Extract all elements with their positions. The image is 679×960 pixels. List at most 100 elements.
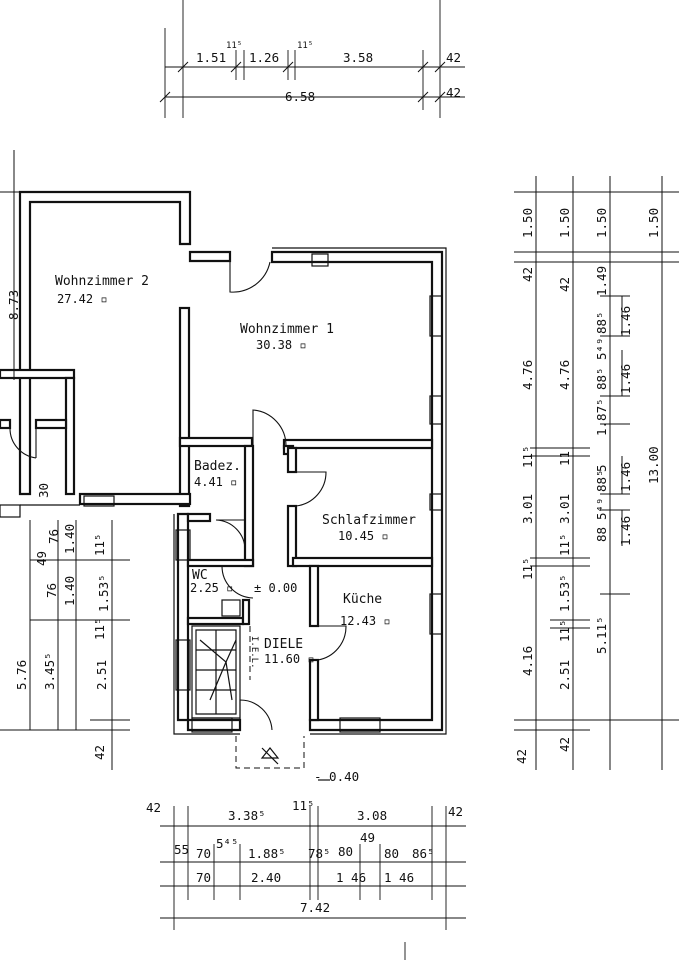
- dim-bottom-2-9: 86⁵: [412, 846, 435, 861]
- dim-right-b-10: 42: [557, 737, 572, 752]
- dim-right-a-6: 11⁵: [520, 557, 535, 580]
- dim-right-c-1: 1.50: [594, 208, 609, 238]
- dim-bottom-3-2: 2.40: [251, 870, 281, 885]
- room-kueche-name: Küche: [343, 592, 382, 607]
- dim-left-2: 30: [36, 483, 51, 498]
- dim-top-2: 11⁵: [226, 41, 242, 51]
- dim-bottom-2-7: 49: [360, 830, 375, 845]
- dim-left-3: 49: [34, 551, 49, 566]
- dim-left-14: 42: [92, 745, 107, 760]
- dim-left-7: 76: [44, 583, 59, 598]
- dim-bottom-2-2: 70: [196, 846, 211, 861]
- dim-left-4: 76: [46, 529, 61, 544]
- dim-right-b-9: 2.51: [557, 660, 572, 690]
- dim-right-b-3: 4.76: [557, 360, 572, 390]
- right-dimension-chains: 1.50 42 4.76 11⁵ 3.01 11⁵ 4.16 42 1.50 4…: [514, 176, 679, 770]
- dim-bottom-total: 7.42: [300, 900, 330, 915]
- dim-bottom-2-6: 80: [338, 844, 353, 859]
- dim-right-d-3: 1.46: [618, 462, 633, 492]
- dim-right-a-4: 11⁵: [520, 445, 535, 468]
- room-diele-area: 11.60 ▫: [264, 652, 315, 666]
- dim-bottom-2-1: 55: [174, 842, 189, 857]
- dim-left-5: 1.40: [62, 524, 77, 554]
- room-kueche-area: 12.43 ▫: [340, 614, 391, 628]
- doors: [215, 261, 347, 731]
- dim-bottom-2-8: 80: [384, 846, 399, 861]
- dim-top-total: 6.58: [285, 89, 315, 104]
- dim-right-b-6: 11⁵: [557, 533, 572, 556]
- top-dimension-chain: 1.51 11⁵ 1.26 11⁵ 3.58 42 6.58 42: [159, 0, 465, 118]
- dim-bottom-2-5: 78⁵: [308, 846, 331, 861]
- dim-top-6: 42: [446, 50, 461, 65]
- dim-right-a-7: 4.16: [520, 646, 535, 676]
- dim-top-8: 42: [446, 85, 461, 100]
- dim-bottom-2-4: 1.88⁵: [248, 846, 286, 861]
- dim-bottom-1-2: 3.38⁵: [228, 808, 266, 823]
- dim-right-b-2: 42: [557, 277, 572, 292]
- dim-right-c-9: 5⁴⁹: [594, 497, 609, 520]
- dim-left-12: 3.45⁵: [42, 652, 57, 690]
- dim-right-c-10: 88: [594, 527, 609, 542]
- bottom-dimension-chains: 42 3.38⁵ 11⁵ 3.08 42 55 70 5⁴⁵ 1.88⁵ 78⁵…: [146, 798, 466, 960]
- walls: [0, 190, 447, 735]
- level-floor: ± 0.00: [254, 581, 297, 595]
- dim-right-c-11: 5.11⁵: [594, 616, 609, 654]
- room-badezimmer-name: Badez.: [194, 459, 241, 474]
- room-wc-name: WC: [192, 568, 208, 583]
- room-badezimmer-area: 4.41 ▫: [194, 475, 237, 489]
- dim-right-b-8: 11⁵: [557, 619, 572, 642]
- dim-top-4: 11⁵: [297, 41, 313, 51]
- dim-right-b-1: 1.50: [557, 208, 572, 238]
- dim-right-total-2: 13.00: [646, 446, 661, 484]
- dim-right-d-4: 1.46: [618, 516, 633, 546]
- dim-right-b-4: 11: [557, 451, 572, 466]
- dim-right-c-2: 1.49: [594, 266, 609, 296]
- dim-left-13: 2.51: [94, 660, 109, 690]
- dim-top-1: 1.51: [196, 50, 226, 65]
- dim-right-d-1: 1.46: [618, 306, 633, 336]
- dim-left-1: 8.73: [6, 290, 21, 320]
- room-schlafzimmer-name: Schlafzimmer: [322, 513, 416, 528]
- dim-right-c-8: 88⁵: [594, 469, 609, 492]
- room-wohnzimmer2-name: Wohnzimmer 2: [55, 274, 149, 289]
- dim-bottom-1-5: 42: [448, 804, 463, 819]
- room-schlafzimmer-area: 10.45 ▫: [338, 529, 389, 543]
- dim-bottom-2-3: 5⁴⁵: [216, 836, 239, 851]
- dim-right-c-4: 5⁴⁹: [594, 337, 609, 360]
- room-wc-area: 2.25 ▫: [190, 581, 233, 595]
- dim-bottom-1-1: 42: [146, 800, 161, 815]
- room-wohnzimmer1-name: Wohnzimmer 1: [240, 322, 334, 337]
- dim-right-b-5: 3.01: [557, 494, 572, 524]
- dim-bottom-1-4: 3.08: [357, 808, 387, 823]
- dim-left-8: 1.40: [62, 576, 77, 606]
- room-diele-name: DIELE: [264, 637, 303, 652]
- dim-right-total-1: 1.50: [646, 208, 661, 238]
- room-wohnzimmer1-area: 30.38 ▫: [256, 338, 307, 352]
- left-dimension-chains: 8.73 30 49 76 1.40 11⁵ 76 1.40 1.53⁵ 11⁵…: [0, 150, 130, 770]
- left-annex: [0, 368, 76, 496]
- dim-bottom-3-1: 70: [196, 870, 211, 885]
- dim-bottom-3-4: 1 46: [384, 870, 414, 885]
- stairs-label: I.E.L.: [249, 636, 259, 669]
- dim-left-11: 5.76: [14, 660, 29, 690]
- dim-right-a-3: 4.76: [520, 360, 535, 390]
- dim-top-5: 3.58: [343, 50, 373, 65]
- dim-right-c-5: 88⁵: [594, 367, 609, 390]
- room-wohnzimmer2-area: 27.42 ▫: [57, 292, 108, 306]
- staircase: I.E.L.: [191, 599, 259, 719]
- dim-bottom-1-3: 11⁵: [292, 798, 315, 813]
- dim-right-c-6: 1.87⁵: [594, 398, 609, 436]
- dim-top-3: 1.26: [249, 50, 279, 65]
- room-labels: Wohnzimmer 2 27.42 ▫ Wohnzimmer 1 30.38 …: [55, 274, 416, 666]
- level-entrance: - 0.40: [314, 769, 359, 784]
- dim-right-a-1: 1.50: [520, 208, 535, 238]
- entrance: - 0.40: [235, 736, 359, 784]
- dim-right-c-7: 5: [594, 464, 609, 472]
- dim-left-6: 11⁵: [92, 533, 107, 556]
- dim-right-a-8: 42: [514, 749, 529, 764]
- dim-right-d-2: 1.46: [618, 364, 633, 394]
- dim-left-10: 11⁵: [92, 617, 107, 640]
- dim-right-c-3: 88⁵: [594, 311, 609, 334]
- dim-right-a-5: 3.01: [520, 494, 535, 524]
